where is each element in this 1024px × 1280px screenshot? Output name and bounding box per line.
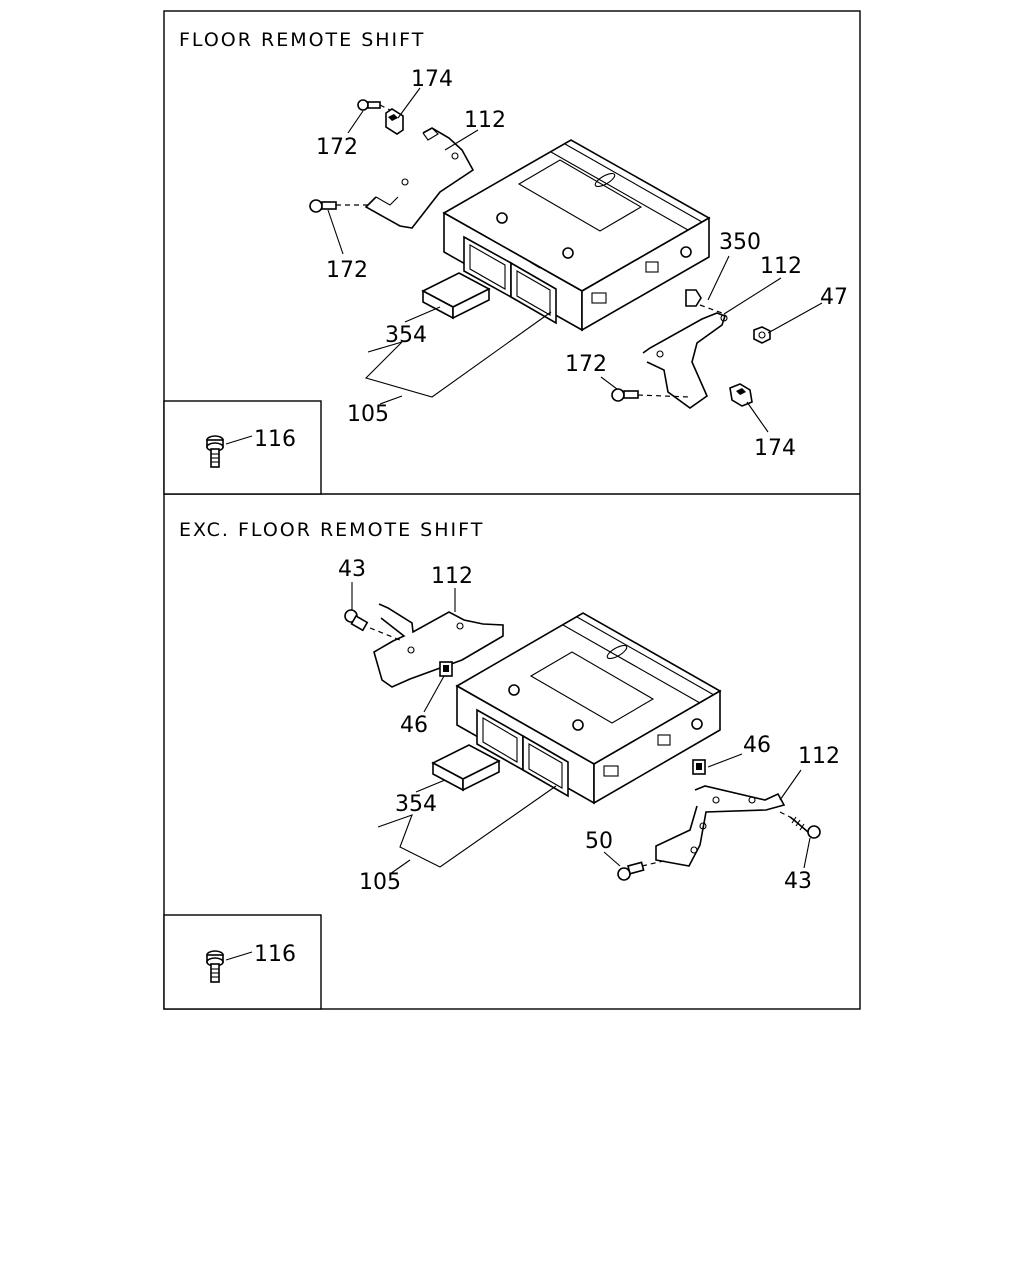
screw-43-lower	[779, 811, 821, 839]
callout-116: 116	[254, 942, 296, 967]
panel-exc-floor-remote-shift: EXC. FLOOR REMOTE SHIFT 116	[163, 519, 840, 1010]
callout-354: 354	[385, 323, 427, 348]
callout-43: 43	[784, 869, 812, 894]
nut-46-lower	[692, 759, 706, 775]
bracket-left	[364, 127, 475, 229]
clip-174-upper	[385, 108, 404, 135]
leader-lines	[351, 582, 811, 875]
callout-105: 105	[347, 402, 389, 427]
callout-172: 172	[316, 135, 358, 160]
screw-172-right	[611, 388, 691, 402]
nut-46-upper	[439, 661, 453, 677]
leader-116	[225, 435, 253, 445]
callout-172: 172	[326, 258, 368, 283]
block-354	[421, 272, 491, 320]
callout-43: 43	[338, 557, 366, 582]
callout-46: 46	[400, 713, 428, 738]
inset-box	[163, 914, 322, 1010]
callout-47: 47	[820, 285, 848, 310]
callout-46: 46	[743, 733, 771, 758]
bracket-right	[642, 312, 728, 409]
callout-112: 112	[431, 564, 473, 589]
clip-174-lower	[729, 383, 753, 407]
nut-47	[753, 326, 771, 344]
screw-350	[685, 289, 723, 314]
callout-112: 112	[798, 744, 840, 769]
bracket-right	[655, 785, 786, 867]
callout-50: 50	[585, 829, 613, 854]
callout-112: 112	[464, 108, 506, 133]
screw-43-upper	[344, 609, 401, 641]
leader-lines	[327, 87, 823, 433]
panel-title: FLOOR REMOTE SHIFT	[179, 29, 425, 51]
leader-116	[225, 951, 253, 961]
callout-174: 174	[411, 67, 453, 92]
block-354	[431, 744, 501, 792]
callout-112: 112	[760, 254, 802, 279]
diagram-frame	[163, 10, 861, 1010]
callout-105: 105	[359, 870, 401, 895]
callout-354: 354	[395, 792, 437, 817]
callout-174: 174	[754, 436, 796, 461]
control-module	[442, 139, 711, 332]
panel-title: EXC. FLOOR REMOTE SHIFT	[179, 519, 484, 541]
callout-350: 350	[719, 230, 761, 255]
callout-116: 116	[254, 427, 296, 452]
callout-172: 172	[565, 352, 607, 377]
control-module	[455, 612, 722, 805]
bolt-116-icon	[206, 435, 224, 468]
bolt-116-icon	[206, 950, 224, 983]
bracket-left	[373, 603, 504, 688]
screw-172-lower	[309, 199, 368, 213]
screw-50	[617, 859, 669, 881]
screw-172-upper	[357, 99, 391, 111]
panel-floor-remote-shift: FLOOR REMOTE SHIFT 116	[163, 29, 848, 495]
inset-box	[163, 400, 322, 495]
